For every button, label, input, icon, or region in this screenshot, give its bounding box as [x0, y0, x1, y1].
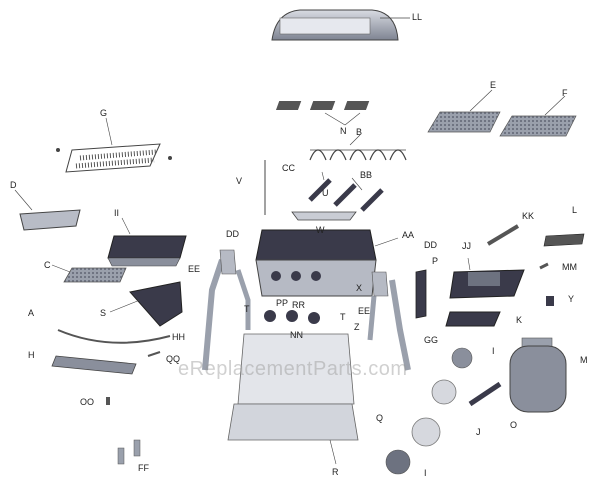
label-DD-left: DD	[226, 229, 239, 239]
label-I-bottom: I	[424, 468, 427, 478]
side-burner-parts	[385, 347, 502, 475]
label-GG: GG	[424, 335, 439, 345]
burner-tubes-part	[308, 171, 384, 212]
label-R: R	[332, 467, 339, 477]
label-EE-left: EE	[188, 264, 201, 274]
propane-tank-part	[509, 337, 567, 413]
label-QQ: QQ	[166, 354, 181, 364]
label-V: V	[236, 176, 243, 186]
label-Y: Y	[568, 294, 575, 304]
cart-panel-q-part	[237, 333, 355, 405]
cart-panel-r-part	[227, 403, 359, 465]
small-hardware-part	[106, 351, 161, 465]
valve-assembly-part	[486, 224, 585, 306]
front-rail-part	[51, 355, 137, 375]
label-NN: NN	[290, 330, 303, 340]
label-BB: BB	[360, 170, 373, 180]
label-A: A	[28, 308, 35, 318]
label-U: U	[322, 188, 329, 198]
label-C: C	[44, 260, 51, 270]
label-AA: AA	[402, 230, 415, 240]
label-X: X	[356, 283, 363, 293]
watermark-text: eReplacementParts.com	[178, 358, 408, 380]
label-II: II	[114, 208, 120, 218]
control-knobs-part	[264, 310, 320, 324]
cooking-grate-e-part	[427, 89, 501, 133]
label-LL: LL	[412, 12, 423, 22]
label-Z: Z	[354, 322, 360, 332]
label-CC: CC	[282, 163, 295, 173]
cart-legs-part	[202, 249, 411, 371]
side-shelf-bracket-part	[109, 281, 183, 327]
cooking-grate-f-part	[499, 95, 577, 137]
label-T-right: T	[340, 312, 346, 322]
label-P: P	[432, 256, 439, 266]
grease-tray-part	[14, 189, 81, 231]
side-burner-lid-part	[107, 217, 187, 267]
heat-tents-part	[309, 134, 407, 161]
label-O: O	[510, 420, 518, 430]
side-burner-part	[449, 257, 525, 299]
side-shelf-k-part	[445, 311, 501, 327]
label-E: E	[490, 80, 497, 90]
label-W: W	[316, 225, 325, 235]
label-G: G	[100, 108, 108, 118]
label-DD-right: DD	[424, 240, 437, 250]
side-panel-p-part	[415, 269, 427, 319]
label-JJ: JJ	[462, 241, 471, 251]
label-EE-right: EE	[358, 306, 371, 316]
label-K: K	[516, 315, 523, 325]
label-J: J	[476, 427, 481, 437]
label-M: M	[580, 355, 588, 365]
warming-rack-part	[56, 117, 172, 173]
grill-lid-part	[271, 9, 410, 41]
label-F: F	[562, 88, 568, 98]
label-OO: OO	[80, 397, 95, 407]
label-S: S	[100, 308, 107, 318]
label-D: D	[10, 180, 17, 190]
label-T-left: T	[244, 304, 250, 314]
label-HH: HH	[172, 332, 185, 342]
label-B: B	[356, 127, 363, 137]
label-FF: FF	[138, 463, 149, 473]
firebox-part	[255, 229, 399, 297]
label-PP: PP	[276, 298, 289, 308]
handle-part	[57, 329, 171, 344]
label-H: H	[28, 350, 35, 360]
burner-bracket-part	[264, 160, 357, 221]
side-grate-part	[51, 264, 127, 283]
label-RR: RR	[292, 300, 305, 310]
burner-plates-part	[275, 101, 370, 126]
label-L: L	[572, 205, 578, 215]
label-I-top: I	[492, 346, 495, 356]
label-Q: Q	[376, 413, 384, 423]
label-KK: KK	[522, 211, 535, 221]
label-MM: MM	[562, 262, 577, 272]
label-N: N	[340, 126, 347, 136]
